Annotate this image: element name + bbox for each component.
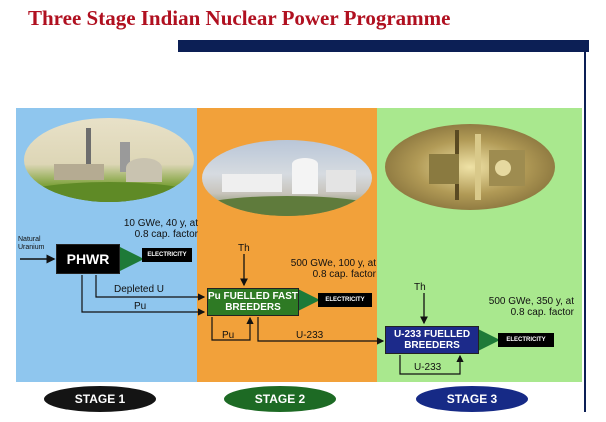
header-bar [178,40,589,52]
stage3-electricity-box: ELECTRICITY [498,333,554,347]
stage3-capacity-label: 500 GWe, 350 y, at 0.8 cap. factor [488,296,574,318]
stage3-badge: STAGE 3 [416,386,528,412]
stage1-electricity-box: ELECTRICITY [142,248,192,262]
right-border-line [584,52,586,412]
stage1-capacity-label: 10 GWe, 40 y, at 0.8 cap. factor [123,218,198,240]
phwr-reactor-box: PHWR [56,244,120,274]
natural-uranium-label: Natural Uranium [18,236,45,251]
breeder-equipment-illustration [429,130,525,200]
stage2-thorium-label: Th [238,243,250,254]
u233-loop-label: U-233 [414,362,442,373]
stage3-thorium-label: Th [414,282,426,293]
stage2-capacity-label: 500 GWe, 100 y, at 0.8 cap. factor [290,258,376,280]
stage2-badge: STAGE 2 [224,386,336,412]
u233-transfer-label: U-233 [296,330,324,341]
plutonium-label: Pu [134,301,147,312]
page-title: Three Stage Indian Nuclear Power Program… [28,6,451,30]
stage2-electricity-box: ELECTRICITY [318,293,372,307]
pu-loop-label: Pu [222,330,235,341]
fast-breeder-box: Pu FUELLED FAST BREEDERS [207,288,299,316]
stage1-badge: STAGE 1 [44,386,156,412]
u233-breeder-photo [385,124,555,210]
u233-breeder-box: U-233 FUELLED BREEDERS [385,326,479,354]
depleted-uranium-label: Depleted U [114,284,165,295]
fast-breeder-plant-photo [202,140,372,216]
